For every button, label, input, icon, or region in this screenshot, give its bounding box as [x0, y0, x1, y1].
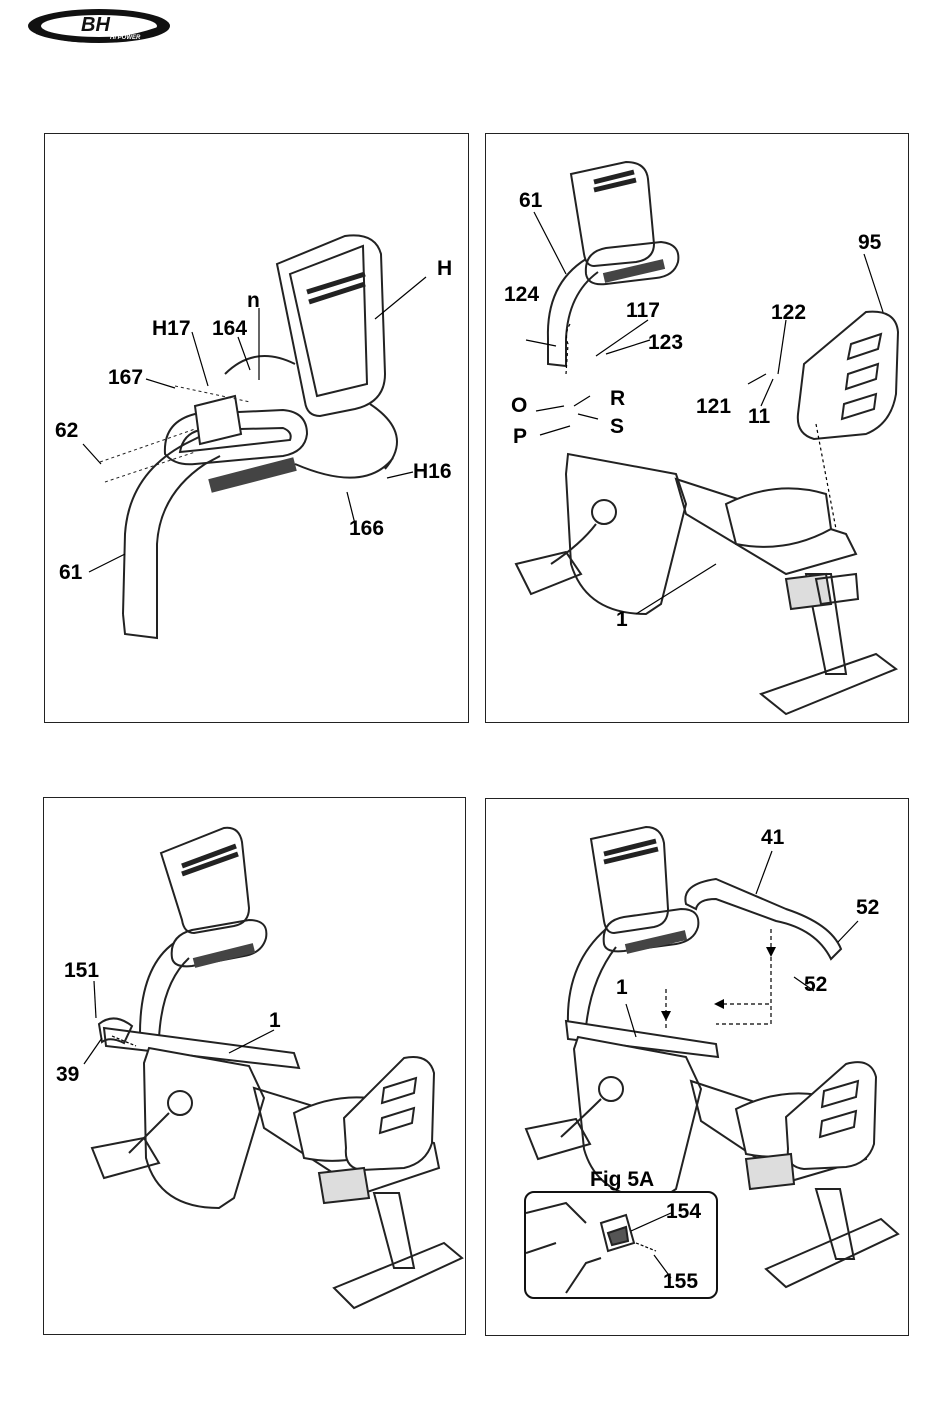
callout-S: S	[610, 416, 624, 437]
callout-62: 62	[55, 420, 78, 441]
callout-H17: H17	[152, 318, 191, 339]
callout-1: 1	[616, 977, 628, 998]
callout-39: 39	[56, 1064, 79, 1085]
callout-O: O	[511, 395, 527, 416]
callout-P: P	[513, 426, 527, 447]
callout-117: 117	[626, 300, 660, 321]
seat-rail-drawing	[44, 798, 465, 1334]
callout-H: H	[437, 258, 452, 279]
callout-1: 1	[616, 609, 628, 630]
callout-155: 155	[663, 1271, 698, 1292]
callout-41: 41	[761, 827, 784, 848]
callout-124: 124	[504, 284, 539, 305]
callout-R: R	[610, 388, 625, 409]
logo-tagline: HI POWER	[110, 35, 141, 41]
callout-151: 151	[64, 960, 99, 981]
assembly-panel-2: 61 124 117 123 95 122 121 11 O R P S 1	[485, 133, 909, 723]
fig-5a-detail-inset: 154 155	[524, 1191, 718, 1299]
callout-52-lower: 52	[804, 974, 827, 995]
callout-154: 154	[666, 1201, 701, 1222]
callout-n: n	[247, 290, 260, 311]
callout-166: 166	[349, 518, 384, 539]
callout-121: 121	[696, 396, 731, 417]
callout-164: 164	[212, 318, 247, 339]
callout-95: 95	[858, 232, 881, 253]
assembly-panel-4: 41 52 52 1 Fig 5A 154 155	[485, 798, 909, 1336]
assembly-panel-3: 151 1 39	[43, 797, 466, 1335]
callout-11: 11	[748, 406, 770, 427]
callout-123: 123	[648, 332, 683, 353]
assembly-panel-1: H n H17 164 167 62 61 166 H16	[44, 133, 469, 723]
callout-1: 1	[269, 1010, 281, 1031]
callout-61: 61	[519, 190, 542, 211]
mast-and-backrest-drawing	[486, 134, 908, 722]
fig-5a-caption: Fig 5A	[590, 1169, 654, 1190]
callout-61: 61	[59, 562, 82, 583]
console-mast-drawing	[45, 134, 468, 722]
bh-logo: BH HI POWER	[26, 6, 172, 46]
logo-brand: BH	[81, 14, 110, 36]
callout-H16: H16	[413, 461, 452, 482]
callout-167: 167	[108, 367, 143, 388]
callout-122: 122	[771, 302, 806, 323]
callout-52-upper: 52	[856, 897, 879, 918]
